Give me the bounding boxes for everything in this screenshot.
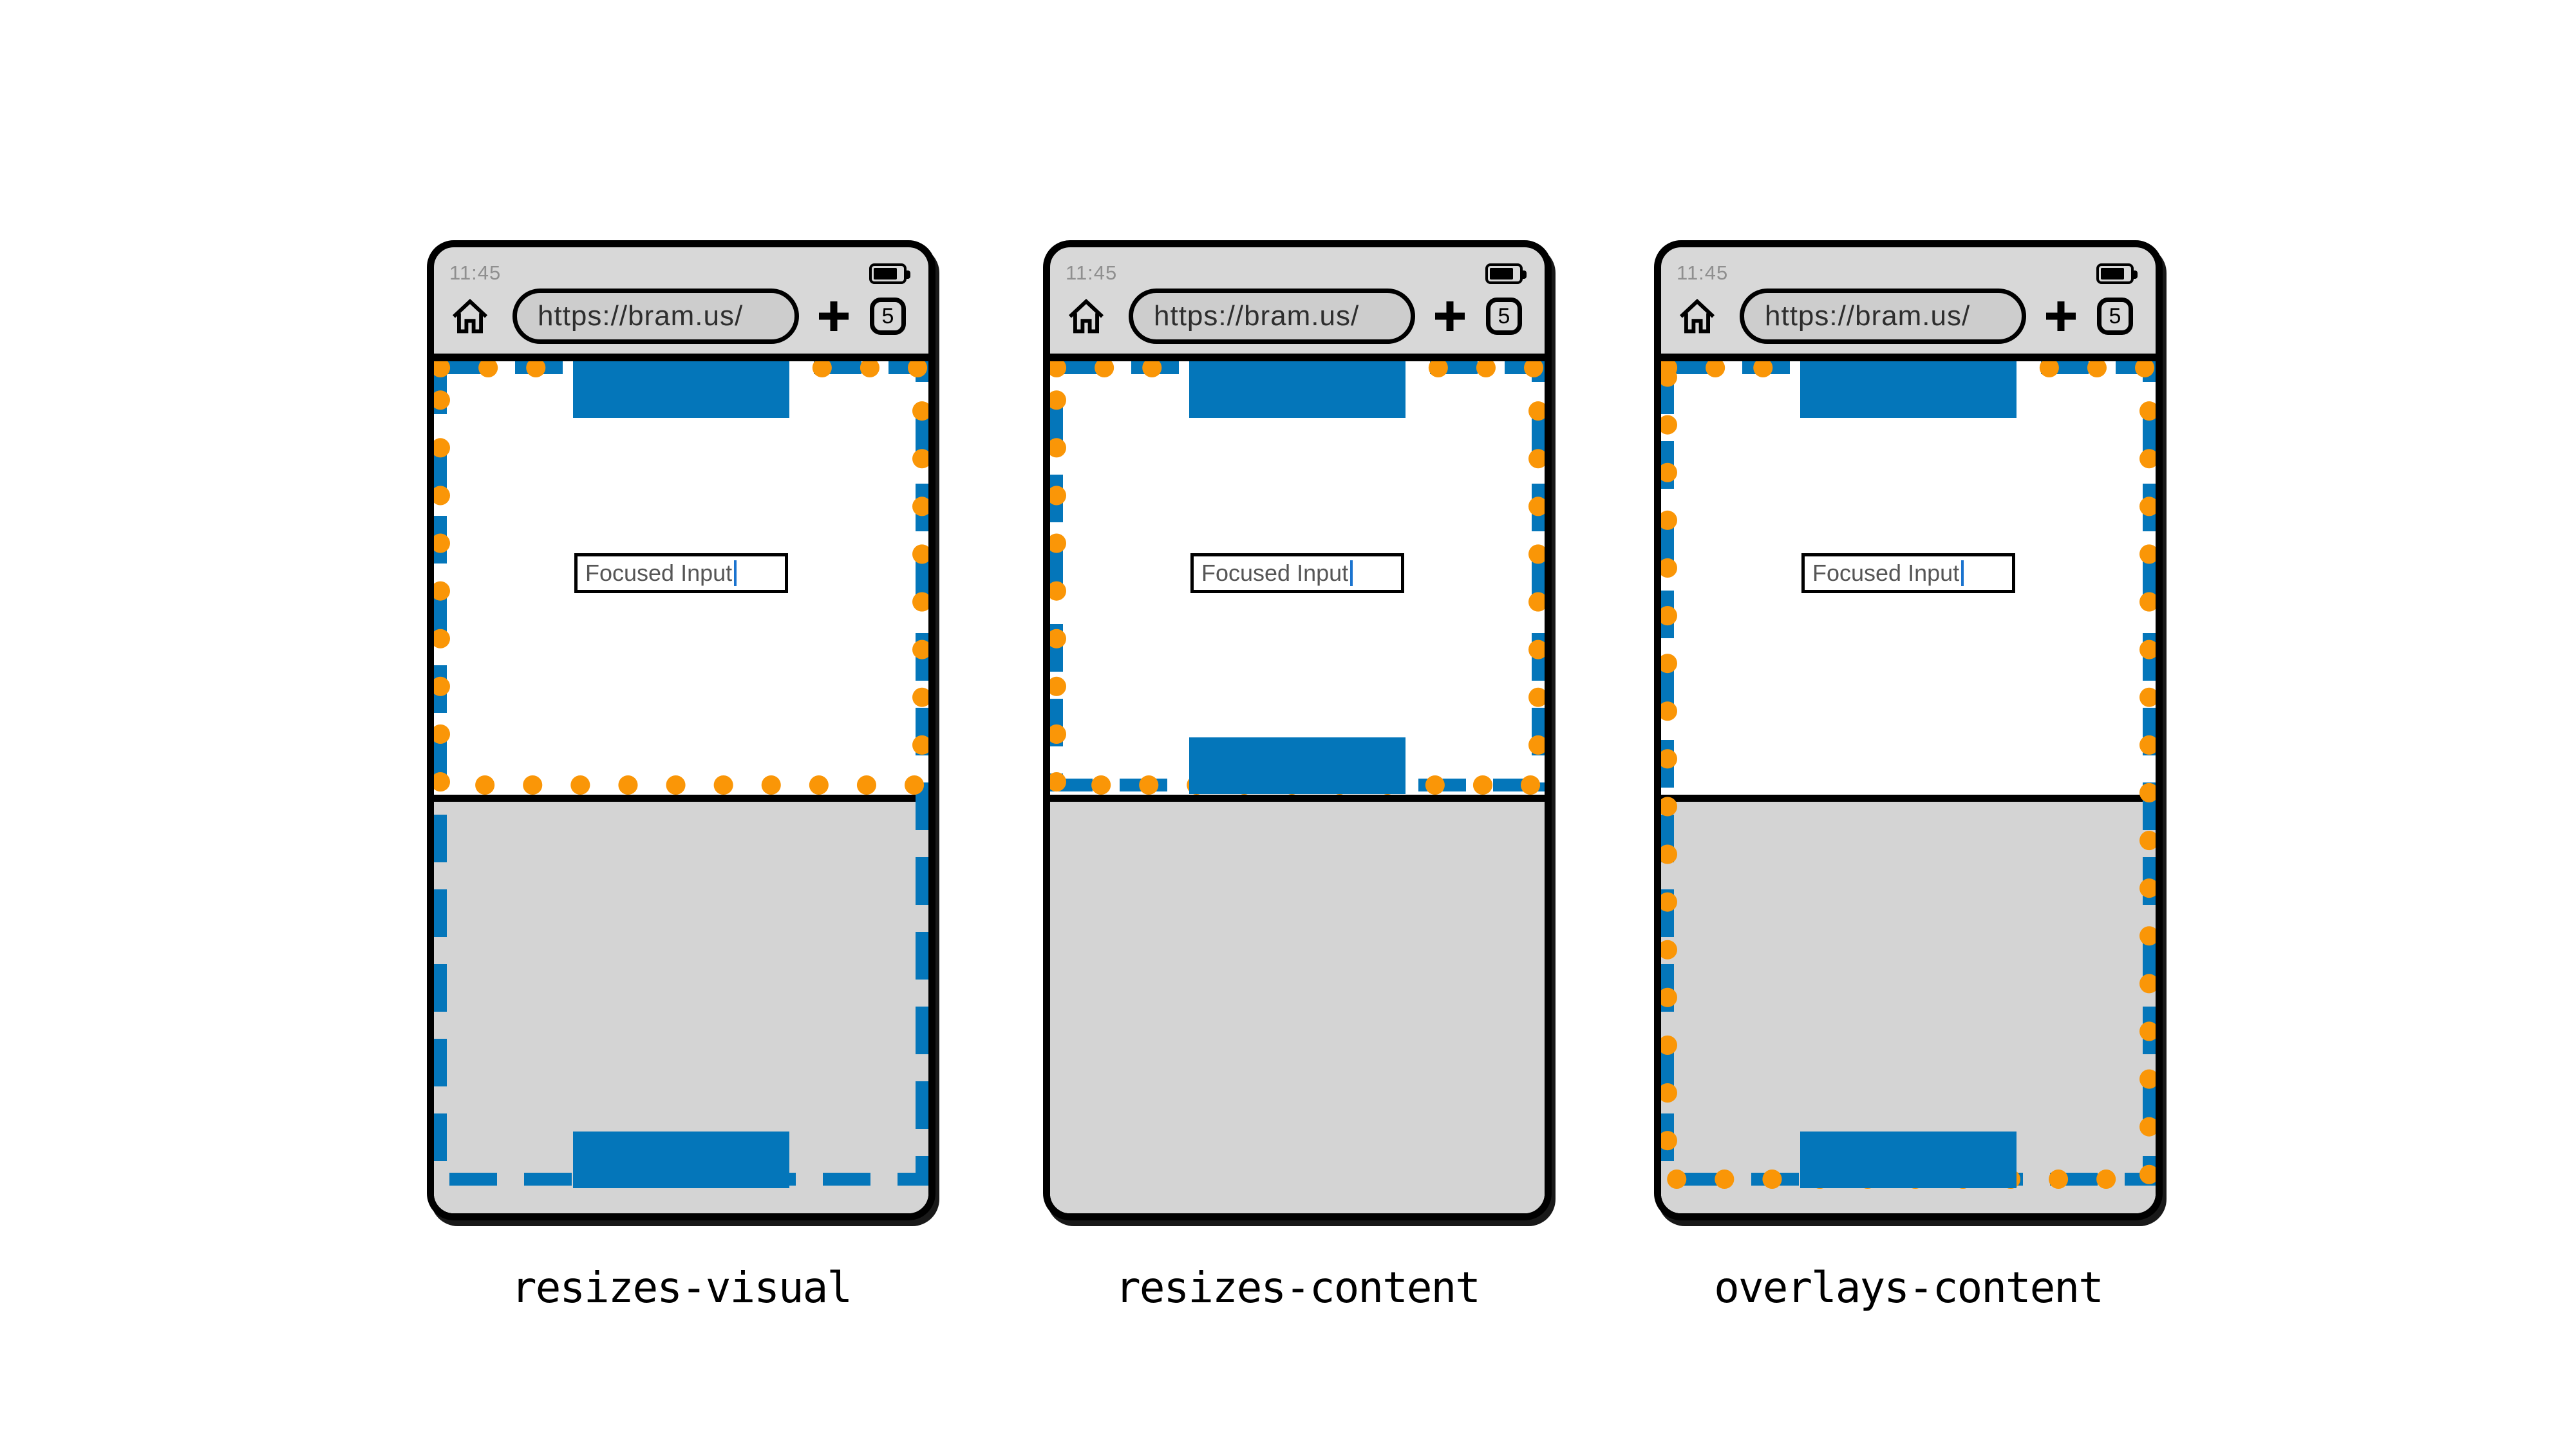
phone-resizes-visual: 11:45 https://bram.us/ 5 xyxy=(427,240,935,1220)
focused-input[interactable]: Focused Input xyxy=(1801,553,2015,593)
visual-viewport-border xyxy=(1661,361,2156,1189)
battery-nub xyxy=(906,270,910,279)
tab-count: 5 xyxy=(2109,303,2121,328)
phone-overlays-content: 11:45 https://bram.us/ 5 xyxy=(1654,240,2163,1220)
layout-viewport-border xyxy=(1661,361,2156,1186)
home-icon[interactable] xyxy=(448,296,492,337)
status-bar: 11:45 xyxy=(434,247,928,284)
focused-input[interactable]: Focused Input xyxy=(1190,553,1404,593)
battery-nub xyxy=(2133,270,2138,279)
home-icon[interactable] xyxy=(1675,296,1719,337)
url-text: https://bram.us/ xyxy=(1765,300,1971,332)
battery-fill xyxy=(1490,268,1514,279)
battery-nub xyxy=(1522,270,1527,279)
phone-label: overlays-content xyxy=(1714,1263,2104,1312)
page-header-bar xyxy=(1189,361,1406,418)
url-bar[interactable]: https://bram.us/ xyxy=(512,289,799,344)
toolbar-separator xyxy=(1050,354,1545,361)
status-bar: 11:45 xyxy=(1661,247,2156,284)
browser-toolbar: https://bram.us/ 5 xyxy=(1661,284,2156,354)
phone-column-overlays-content: 11:45 https://bram.us/ 5 xyxy=(1654,240,2163,1312)
text-caret xyxy=(1350,560,1353,586)
browser-toolbar: https://bram.us/ 5 xyxy=(1050,284,1545,354)
toolbar-separator xyxy=(1661,354,2156,361)
viewport-borders xyxy=(1661,361,2156,1189)
text-caret xyxy=(734,560,737,586)
phone-label: resizes-visual xyxy=(511,1263,852,1312)
page-content: Focused Input xyxy=(1050,361,1545,1213)
battery-fill xyxy=(2101,268,2125,279)
page-footer-bar xyxy=(573,1132,789,1188)
url-text: https://bram.us/ xyxy=(1154,300,1360,332)
input-text: Focused Input xyxy=(1201,560,1349,586)
tab-counter[interactable]: 5 xyxy=(870,298,906,335)
status-time: 11:45 xyxy=(1677,261,1729,284)
page-header-bar xyxy=(573,361,789,418)
toolbar-separator xyxy=(434,354,928,361)
input-text: Focused Input xyxy=(585,560,733,586)
page-footer-bar xyxy=(1189,737,1406,794)
tab-count: 5 xyxy=(881,303,894,328)
virtual-keyboard xyxy=(1050,795,1545,1213)
focused-input[interactable]: Focused Input xyxy=(574,553,788,593)
battery-icon xyxy=(2096,263,2138,284)
battery-icon xyxy=(869,263,910,284)
url-text: https://bram.us/ xyxy=(538,300,744,332)
phone-resizes-content: 11:45 https://bram.us/ 5 xyxy=(1043,240,1552,1220)
home-icon[interactable] xyxy=(1064,296,1108,337)
tab-counter[interactable]: 5 xyxy=(2097,298,2133,335)
viewport-borders xyxy=(434,361,928,1186)
layout-viewport-border xyxy=(434,361,928,1186)
browser-toolbar: https://bram.us/ 5 xyxy=(434,284,928,354)
status-time: 11:45 xyxy=(449,261,502,284)
phone-column-resizes-content: 11:45 https://bram.us/ 5 xyxy=(1043,240,1552,1312)
page-content: Focused Input xyxy=(1661,361,2156,1213)
phone-label: resizes-content xyxy=(1114,1263,1481,1312)
page-header-bar xyxy=(1800,361,2017,418)
plus-icon[interactable] xyxy=(816,298,852,334)
battery-fill xyxy=(874,268,898,279)
text-caret xyxy=(1961,560,1964,586)
phone-column-resizes-visual: 11:45 https://bram.us/ 5 xyxy=(427,240,935,1312)
input-text: Focused Input xyxy=(1812,560,1960,586)
url-bar[interactable]: https://bram.us/ xyxy=(1129,289,1415,344)
url-bar[interactable]: https://bram.us/ xyxy=(1740,289,2026,344)
page-content: Focused Input xyxy=(434,361,928,1213)
tab-counter[interactable]: 5 xyxy=(1486,298,1522,335)
plus-icon[interactable] xyxy=(1432,298,1468,334)
status-bar: 11:45 xyxy=(1050,247,1545,284)
status-time: 11:45 xyxy=(1066,261,1118,284)
page-footer-bar xyxy=(1800,1132,2017,1188)
plus-icon[interactable] xyxy=(2043,298,2079,334)
tab-count: 5 xyxy=(1498,303,1510,328)
battery-icon xyxy=(1485,263,1527,284)
